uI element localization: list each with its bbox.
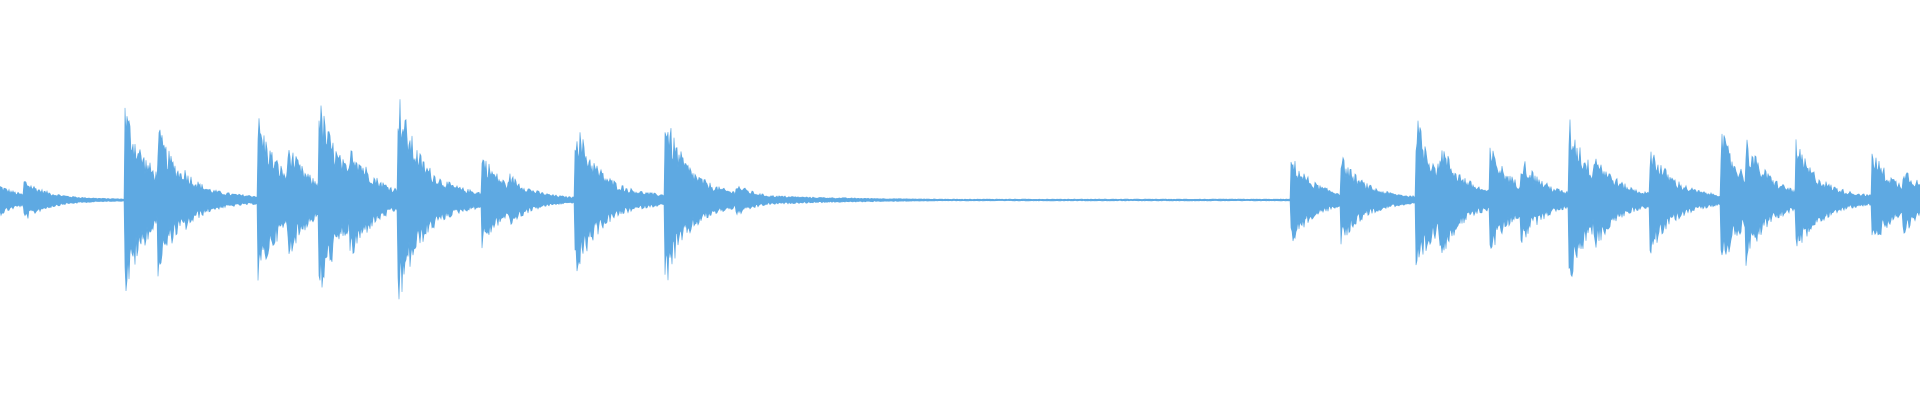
waveform-shape xyxy=(0,99,1920,300)
